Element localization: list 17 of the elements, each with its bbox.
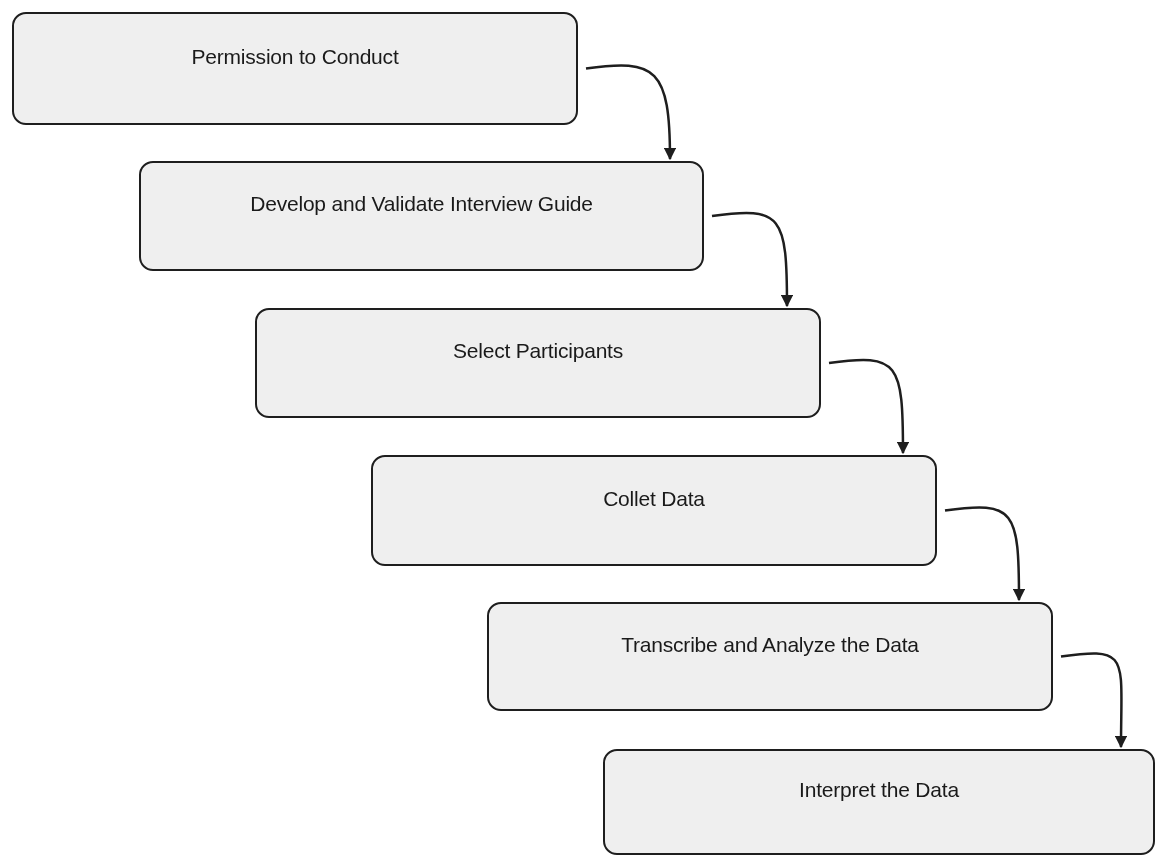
step-label: Transcribe and Analyze the Data [621, 632, 919, 657]
curved-arrow [1060, 652, 1128, 749]
process-box [487, 602, 1053, 711]
curved-arrow [585, 64, 677, 161]
process-box [12, 12, 578, 125]
step-label: Select Participants [452, 339, 624, 363]
process-box [371, 455, 937, 566]
step-label: Develop and Validate Interview Guide [250, 192, 593, 216]
step-label: Permission to Conduct [191, 44, 399, 69]
process-box [603, 749, 1155, 855]
curved-arrow [828, 358, 910, 455]
curved-arrow [944, 506, 1026, 602]
step-label: Interpret the Data [799, 778, 959, 802]
step-label: Collet Data [603, 486, 705, 511]
process-box [255, 308, 821, 418]
process-box [139, 161, 704, 271]
curved-arrow [711, 211, 794, 308]
